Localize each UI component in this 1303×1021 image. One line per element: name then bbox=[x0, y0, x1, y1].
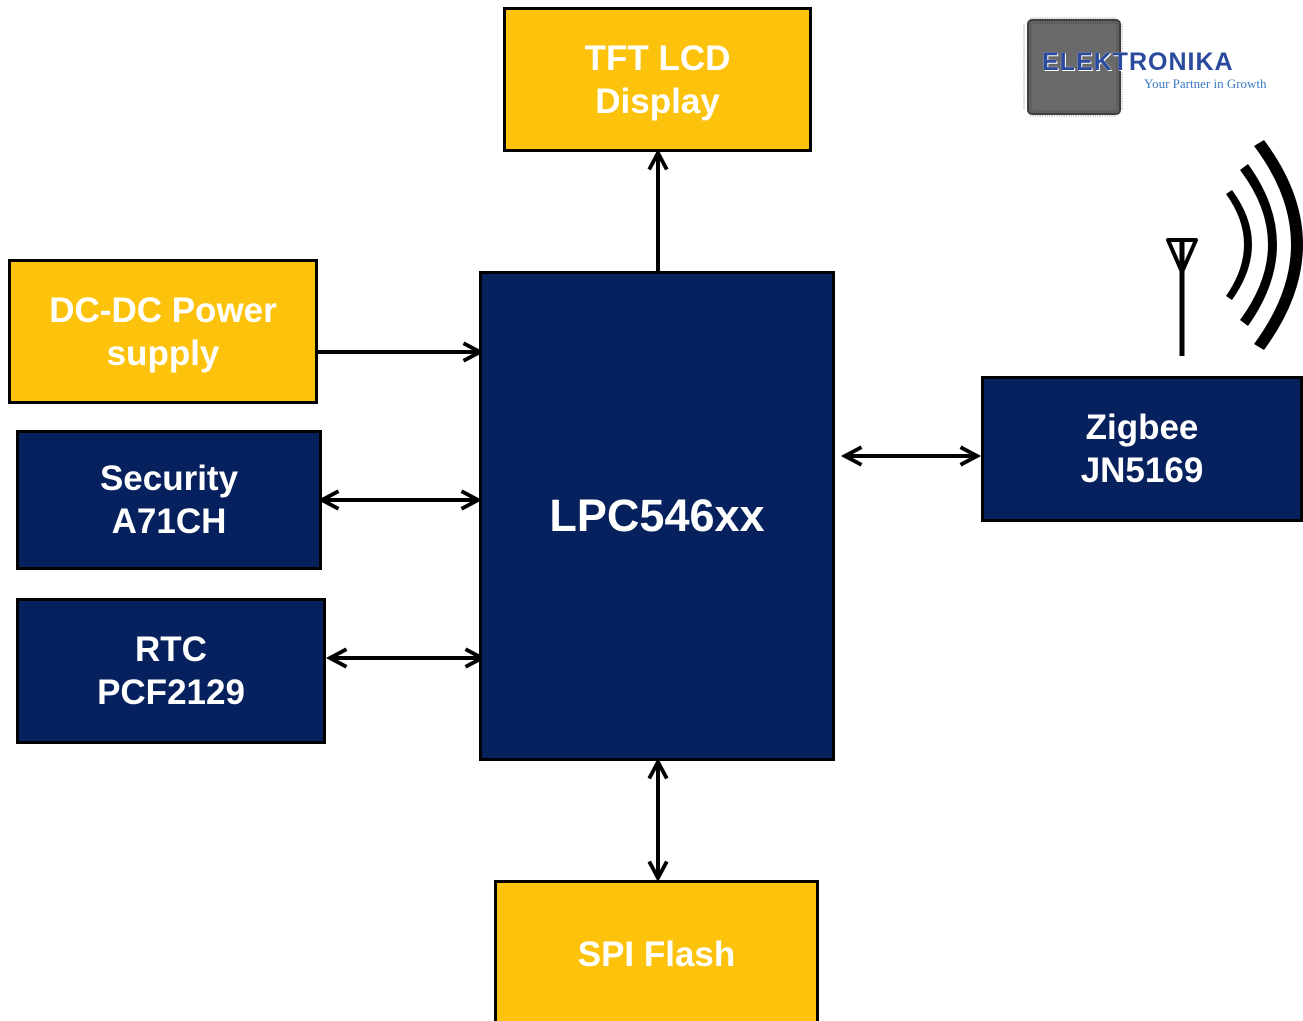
power-label-line2: supply bbox=[106, 333, 220, 373]
security-block: Security A71CH bbox=[16, 430, 322, 570]
rtc-block: RTC PCF2129 bbox=[16, 598, 326, 744]
mcu-block: LPC546xx bbox=[479, 271, 835, 761]
zigbee-label-line1: Zigbee bbox=[1085, 408, 1199, 447]
zigbee-block: Zigbee JN5169 bbox=[981, 376, 1303, 522]
spi-flash-block: SPI Flash bbox=[494, 880, 819, 1021]
wireless-signal-icon bbox=[1226, 140, 1303, 350]
power-label-line1: DC-DC Power bbox=[49, 290, 277, 330]
tft-label-line2: Display bbox=[595, 81, 720, 121]
tft-lcd-display-block: TFT LCD Display bbox=[503, 7, 812, 152]
logo-tagline: Your Partner in Growth bbox=[1144, 76, 1267, 91]
antenna-icon bbox=[1166, 238, 1198, 356]
tft-label-line1: TFT LCD bbox=[584, 38, 731, 78]
rtc-label-line2: PCF2129 bbox=[97, 673, 245, 712]
zigbee-label-line2: JN5169 bbox=[1080, 451, 1204, 490]
security-label-line1: Security bbox=[99, 459, 239, 498]
chip-logo-icon bbox=[1023, 17, 1123, 117]
security-label-line2: A71CH bbox=[111, 502, 227, 541]
mcu-label: LPC546xx bbox=[549, 490, 765, 541]
rtc-label-line1: RTC bbox=[135, 630, 207, 669]
logo-wordmark: ELEKTRONIKA bbox=[1042, 48, 1234, 76]
flash-label: SPI Flash bbox=[577, 935, 736, 974]
power-supply-block: DC-DC Power supply bbox=[8, 259, 318, 404]
